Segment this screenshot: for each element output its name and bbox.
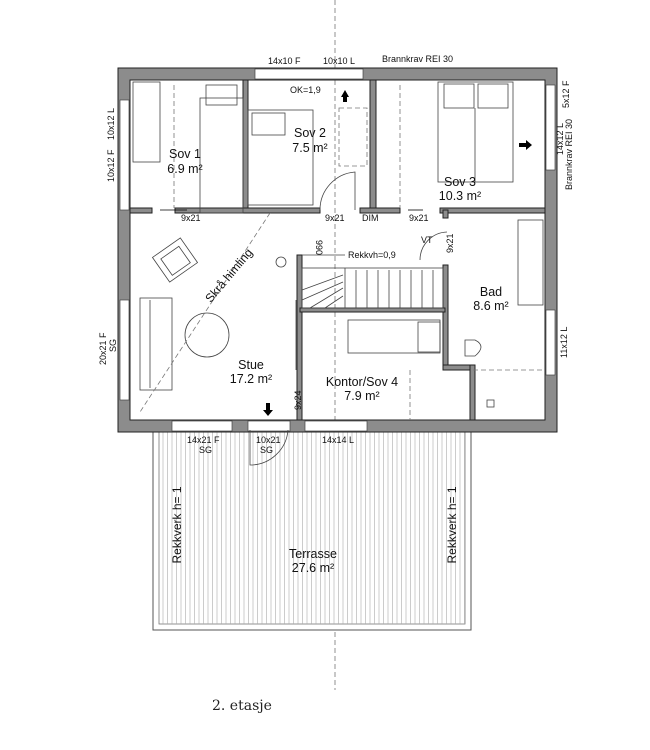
door-label: 10x21 [256, 435, 281, 445]
room-name: Sov 2 [294, 126, 326, 140]
window-label: 14x14 L [322, 435, 354, 445]
room-name: Sov 3 [444, 175, 476, 189]
door-label: 9x21 [409, 213, 429, 223]
window-label: 10x12 F [106, 149, 116, 182]
floor-caption: 2. etasje [212, 698, 272, 714]
window-label: 14x10 F [268, 56, 301, 66]
fire-requirement-label: Brannkrav REI 30 [564, 119, 574, 190]
window-label: 11x12 L [559, 327, 569, 358]
railing-label: Rekkverk h= 1 [445, 486, 459, 563]
door-label: 9x21 [325, 213, 345, 223]
room-labels: Sov 1 6.9 m² Sov 2 7.5 m² Sov 3 10.3 m² … [167, 126, 508, 575]
terrace [152, 431, 472, 631]
window-label: 10x10 L [323, 56, 355, 66]
arrows [263, 90, 532, 416]
door-label: 9x21 [445, 233, 455, 253]
dashed-lines [139, 212, 545, 420]
room-name: Terrasse [289, 547, 337, 561]
sofa [139, 297, 173, 391]
room-name: Stue [238, 358, 264, 372]
escape-arrow-icon [519, 140, 532, 150]
bath-counter [517, 219, 544, 306]
window-label: SG [108, 339, 118, 352]
dimension-label: 990 [314, 240, 324, 255]
windows [119, 68, 556, 432]
escape-arrow-icon [341, 90, 349, 102]
room-area: 7.5 m² [292, 141, 327, 155]
table [184, 312, 230, 358]
window-label: SG [199, 445, 212, 455]
doors [249, 171, 448, 466]
ventilation-label: VT [421, 235, 433, 245]
window-label: 20x21 F [98, 332, 108, 365]
window-label: 5x12 F [561, 80, 571, 108]
sloped-ceiling-label: Skrå himling [202, 246, 255, 306]
bed-sov1 [199, 97, 244, 214]
room-area: 17.2 m² [230, 372, 272, 386]
sill-height-label: OK=1,9 [290, 85, 321, 95]
entry-arrow-icon [263, 403, 273, 416]
window-label: 14x12 L [555, 123, 565, 155]
room-name: Sov 1 [169, 147, 201, 161]
bed-sov2 [247, 109, 314, 206]
fire-requirement-label: Brannkrav REI 30 [382, 54, 453, 64]
door-label: 9x24 [293, 390, 303, 410]
room-area: 6.9 m² [167, 162, 202, 176]
interior-walls [129, 79, 546, 421]
railing-height-label: Rekkvh=0,9 [348, 250, 396, 260]
bed-kontor [347, 319, 441, 354]
bed-sov3 [437, 81, 514, 183]
window-label: 10x12 L [106, 108, 116, 140]
staircase [301, 254, 444, 309]
window-label: 14x21 F [187, 435, 220, 445]
door-label: 9x21 [181, 213, 201, 223]
room-area: 8.6 m² [473, 299, 508, 313]
room-area: 7.9 m² [344, 389, 379, 403]
door-label: DIM [362, 213, 379, 223]
exterior-wall [117, 67, 558, 433]
furniture [132, 81, 544, 408]
room-area: 10.3 m² [439, 189, 481, 203]
railing-label: Rekkverk h= 1 [170, 486, 184, 563]
door-label: SG [260, 445, 273, 455]
room-name: Bad [480, 285, 502, 299]
toilet [464, 339, 482, 357]
room-name: Kontor/Sov 4 [326, 375, 398, 389]
room-area: 27.6 m² [292, 561, 334, 575]
